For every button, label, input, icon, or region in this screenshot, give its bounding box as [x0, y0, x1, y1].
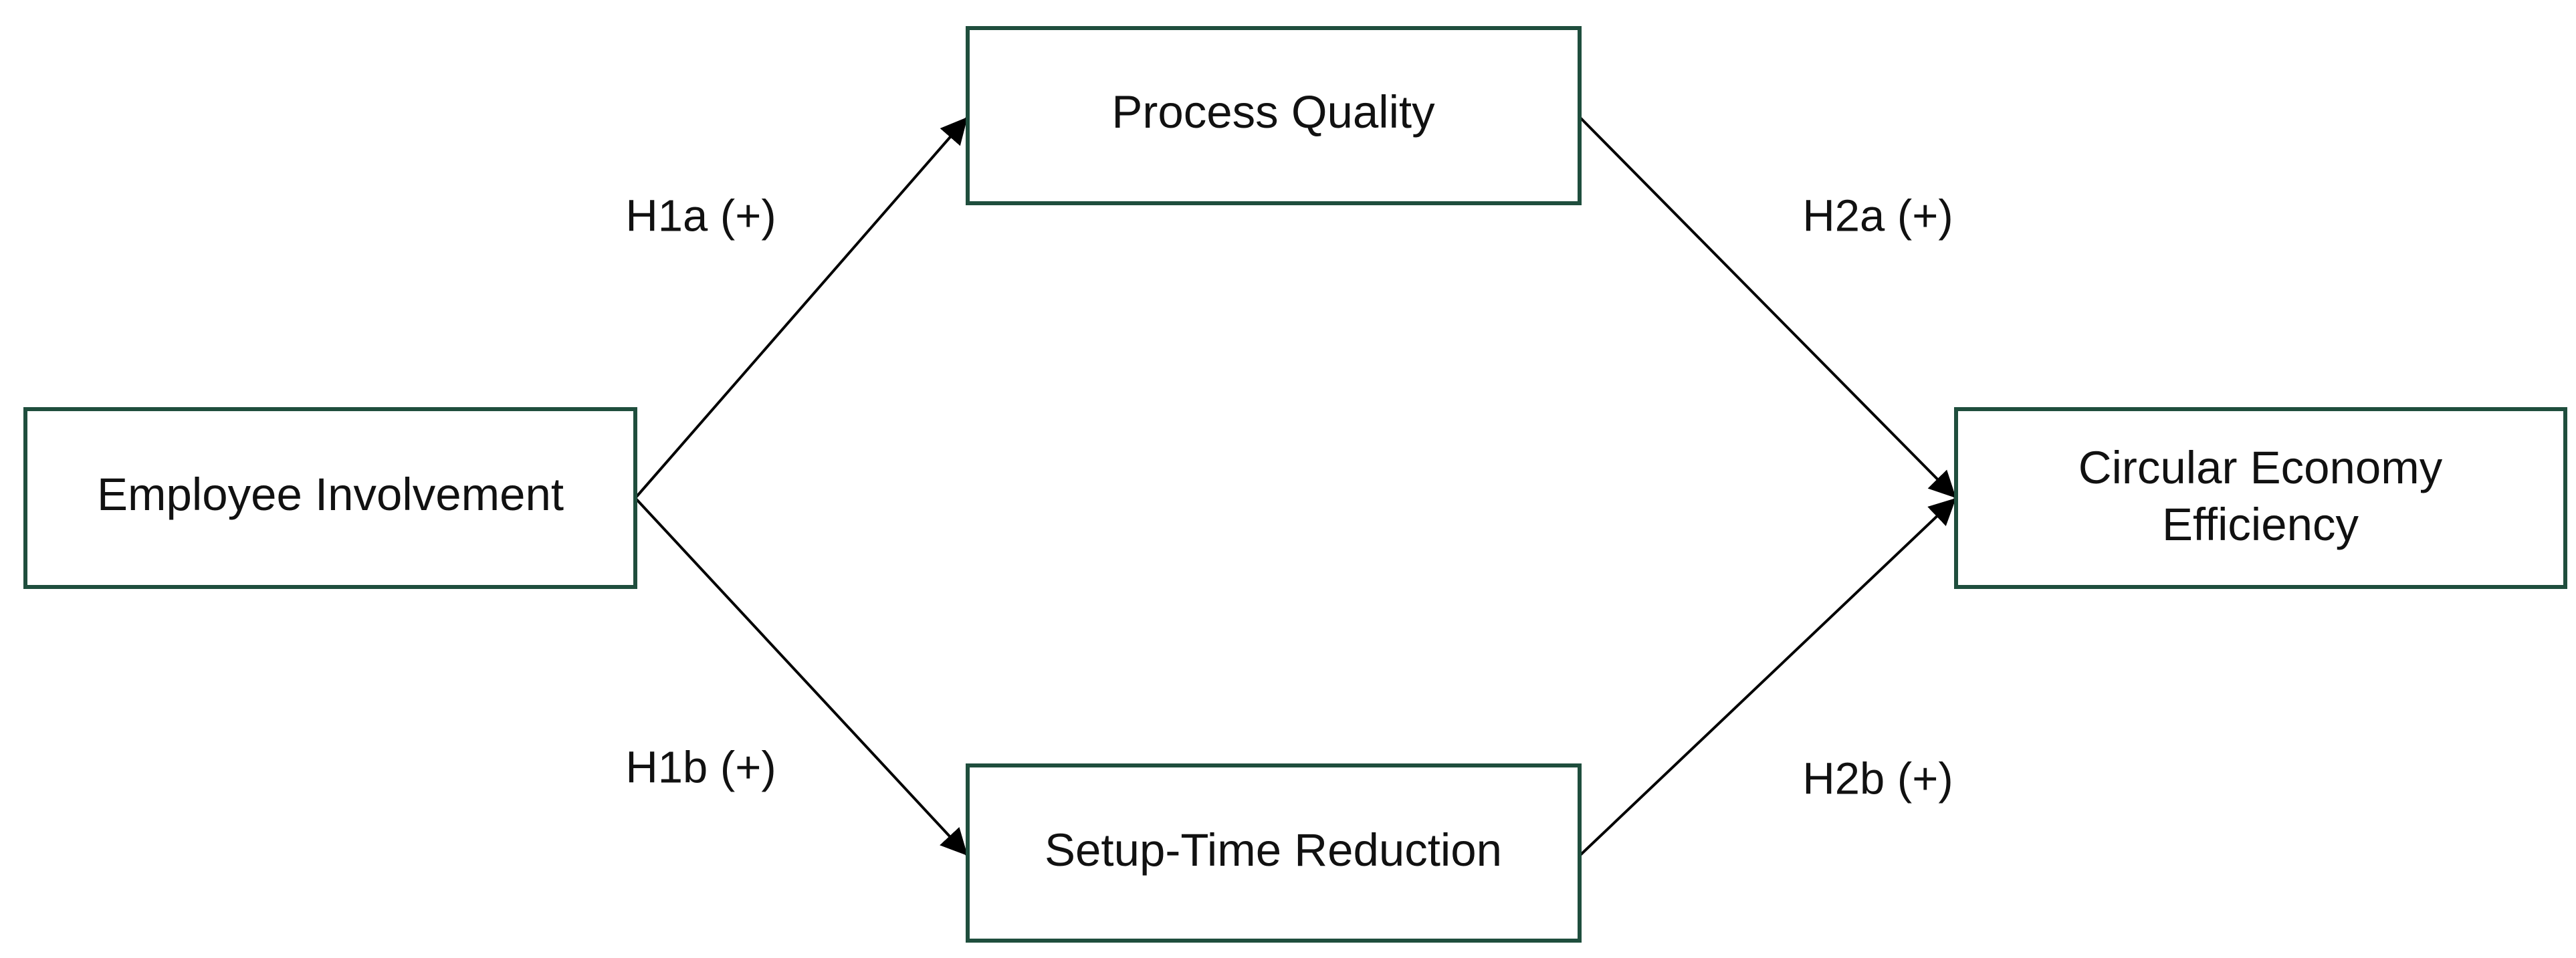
node-box-process-quality — [966, 26, 1582, 205]
edge-h1b-arrow — [634, 497, 969, 857]
edge-h2a-arrow — [1578, 116, 1957, 499]
node-label-circular-economy-line-1: Circular Economy — [2078, 442, 2443, 493]
node-process-quality: Process Quality — [966, 26, 1582, 205]
node-label-circular-economy-line-2: Efficiency — [2162, 499, 2359, 550]
node-box-setup-time-reduction — [966, 763, 1582, 943]
node-label-process-quality: Process Quality — [1111, 86, 1435, 138]
node-box-circular-economy-efficiency — [1954, 407, 2567, 589]
node-label-employee-involvement: Employee Involvement — [97, 469, 564, 520]
edge-label-h2a: H2a (+) — [1802, 191, 1953, 241]
node-circular-economy-efficiency: Circular Economy Efficiency — [1954, 407, 2567, 589]
edge-label-h2b: H2b (+) — [1802, 754, 1953, 804]
edge-label-h1a: H1a (+) — [625, 191, 776, 241]
node-setup-time-reduction: Setup-Time Reduction — [966, 763, 1582, 943]
node-label-setup-time-reduction: Setup-Time Reduction — [1045, 824, 1502, 876]
node-employee-involvement: Employee Involvement — [23, 407, 637, 589]
edge-label-h1b: H1b (+) — [625, 743, 776, 793]
node-box-employee-involvement — [23, 407, 637, 589]
edge-h2b-arrow — [1578, 497, 1957, 857]
edge-h1a-arrow — [634, 116, 969, 499]
